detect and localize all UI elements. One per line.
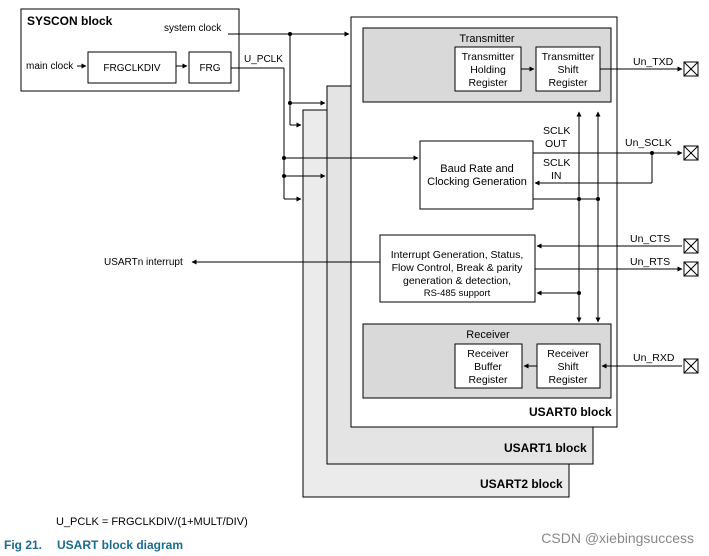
sclk-out-line-2: OUT bbox=[545, 138, 568, 150]
interrupt-block bbox=[379, 234, 536, 303]
u-pclk-label: U_PCLK bbox=[244, 54, 283, 65]
tx-shift-line-1: Transmitter bbox=[542, 51, 595, 63]
watermark: CSDN @xiebingsuccess bbox=[541, 530, 694, 546]
holding-line-2: Holding bbox=[470, 64, 506, 76]
frg-label: FRG bbox=[199, 63, 220, 74]
baud-line-1: Baud Rate and bbox=[440, 163, 513, 175]
usart2-label: USART2 block bbox=[480, 477, 563, 491]
receiver-title: Receiver bbox=[466, 329, 510, 341]
tx-shift-line-3: Register bbox=[548, 77, 588, 89]
rx-shift-line-2: Shift bbox=[557, 361, 578, 373]
transmitter-shift-register bbox=[535, 46, 601, 92]
system-clock-label: system clock bbox=[164, 23, 222, 34]
interrupt-line-4: RS-485 support bbox=[424, 288, 491, 299]
pin-rts-label: Un_RTS bbox=[630, 256, 670, 268]
interrupt-line-3: generation & detection, bbox=[403, 275, 511, 287]
usart0-label: USART0 block bbox=[529, 405, 612, 419]
rx-buffer-line-2: Buffer bbox=[474, 361, 502, 373]
interrupt-line-2: Flow Control, Break & parity bbox=[392, 262, 523, 274]
pin-cts-label: Un_CTS bbox=[630, 233, 670, 245]
receiver-shift-register bbox=[536, 343, 601, 389]
pin-txd-label: Un_TXD bbox=[633, 56, 674, 68]
receiver-buffer-register bbox=[454, 343, 523, 389]
baud-line-2: Clocking Generation bbox=[427, 176, 527, 188]
pin-sclk-label: Un_SCLK bbox=[625, 137, 672, 149]
frg-box bbox=[188, 51, 232, 84]
baud-rate-block bbox=[419, 140, 534, 210]
pin-cts-terminal bbox=[683, 238, 699, 254]
syscon-title: SYSCON block bbox=[27, 14, 113, 28]
sclk-in-line-1: SCLK bbox=[543, 157, 570, 169]
sclk-out-line-1: SCLK bbox=[543, 125, 570, 137]
usart1-label: USART1 block bbox=[504, 441, 587, 455]
rx-buffer-line-1: Receiver bbox=[467, 348, 509, 360]
rx-shift-line-3: Register bbox=[548, 374, 588, 386]
interrupt-line-1: Interrupt Generation, Status, bbox=[391, 249, 524, 261]
frgclkdiv-box bbox=[87, 51, 177, 84]
pin-txd-terminal bbox=[683, 61, 699, 77]
pin-rxd-terminal bbox=[683, 358, 699, 374]
rx-shift-line-1: Receiver bbox=[547, 348, 589, 360]
holding-line-3: Register bbox=[468, 77, 508, 89]
holding-line-1: Transmitter bbox=[462, 51, 515, 63]
main-clock-label: main clock bbox=[26, 61, 74, 72]
pin-sclk-terminal bbox=[683, 145, 699, 161]
pin-rts-terminal bbox=[683, 261, 699, 277]
usart-interrupt-label: USARTn interrupt bbox=[104, 257, 183, 268]
transmitter-holding-register bbox=[454, 46, 522, 92]
sclk-in-line-2: IN bbox=[551, 170, 562, 182]
rx-buffer-line-3: Register bbox=[468, 374, 508, 386]
pin-rxd-label: Un_RXD bbox=[633, 352, 675, 364]
figure-title: USART block diagram bbox=[57, 538, 183, 552]
figure-number: Fig 21. bbox=[4, 538, 42, 552]
frgclkdiv-label: FRGCLKDIV bbox=[103, 63, 161, 74]
tx-shift-line-2: Shift bbox=[557, 64, 578, 76]
clock-formula: U_PCLK = FRGCLKDIV/(1+MULT/DIV) bbox=[56, 516, 248, 528]
transmitter-title: Transmitter bbox=[459, 33, 515, 45]
